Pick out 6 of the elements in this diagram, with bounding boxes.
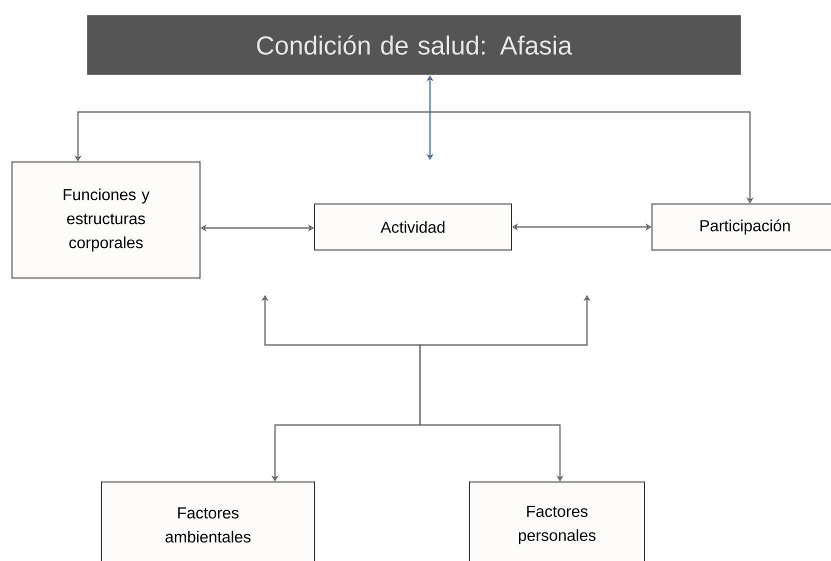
concept-box: Factores ambientales <box>101 482 315 561</box>
concept-box: Actividad <box>314 204 512 250</box>
concept-box: Participación <box>652 204 831 250</box>
concept-box: Funciones y estructuras corporales <box>12 162 200 278</box>
title-banner: Condición de salud: Afasia <box>86 14 742 76</box>
concept-box: Factores personales <box>469 482 645 561</box>
